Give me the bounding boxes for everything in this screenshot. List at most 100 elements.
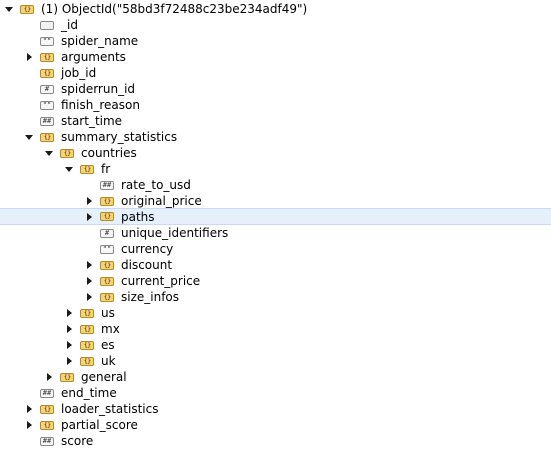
tree-row-size-infos[interactable]: {} size_infos <box>0 289 551 305</box>
collapse-arrow-icon[interactable] <box>64 340 74 350</box>
date-icon: ## <box>40 388 54 398</box>
tree-row-summary-statistics[interactable]: {} summary_statistics <box>0 129 551 145</box>
tree-row-label: size_infos <box>121 290 180 304</box>
collapse-arrow-icon[interactable] <box>84 292 94 302</box>
object-icon: {} <box>80 340 94 350</box>
tree-row-us[interactable]: {} us <box>0 305 551 321</box>
tree-row-job-id[interactable]: {} job_id <box>0 65 551 81</box>
tree-row-rate-to-usd[interactable]: ## rate_to_usd <box>0 177 551 193</box>
tree-row-label: spiderrun_id <box>61 82 136 96</box>
object-icon: {} <box>100 276 114 286</box>
tree-row-label: us <box>101 306 115 320</box>
object-icon: {} <box>100 260 114 270</box>
tree-row-fr[interactable]: {} fr <box>0 161 551 177</box>
collapse-arrow-icon[interactable] <box>84 276 94 286</box>
tree-row-general[interactable]: {} general <box>0 369 551 385</box>
collapse-arrow-icon[interactable] <box>64 356 74 366</box>
object-icon: {} <box>80 324 94 334</box>
string-icon: "" <box>40 100 54 110</box>
object-icon: {} <box>100 212 114 221</box>
double-icon: ## <box>100 180 114 190</box>
tree-row-unique-identifiers[interactable]: # unique_identifiers <box>0 225 551 241</box>
tree-row-label: current_price <box>121 274 201 288</box>
tree-row-score[interactable]: ## score <box>0 433 551 449</box>
tree-row-finish-reason[interactable]: "" finish_reason <box>0 97 551 113</box>
tree-row-paths[interactable]: {} paths <box>0 208 551 225</box>
tree-row-label: finish_reason <box>61 98 140 112</box>
tree-row-currency[interactable]: "" currency <box>0 241 551 257</box>
double-icon: ## <box>40 436 54 446</box>
expand-arrow-icon[interactable] <box>24 132 34 142</box>
tree-row-root[interactable]: {} (1) ObjectId("58bd3f72488c23be234adf4… <box>0 1 551 17</box>
tree-row-label: partial_score <box>61 418 138 432</box>
object-icon: {} <box>100 196 114 206</box>
collapse-arrow-icon[interactable] <box>84 212 94 222</box>
tree-row-partial-score[interactable]: {} partial_score <box>0 417 551 433</box>
tree-row-label: summary_statistics <box>61 130 178 144</box>
object-icon: {} <box>80 164 94 174</box>
object-icon: {} <box>60 148 74 158</box>
int-icon: # <box>40 84 54 94</box>
tree-row-label: original_price <box>121 194 202 208</box>
collapse-arrow-icon[interactable] <box>64 308 74 318</box>
object-icon: {} <box>40 404 54 414</box>
tree-row-label: job_id <box>61 66 97 80</box>
tree-row-label: unique_identifiers <box>121 226 229 240</box>
string-icon: "" <box>100 244 114 254</box>
objectid-icon <box>40 20 54 30</box>
tree-row-label: rate_to_usd <box>121 178 191 192</box>
tree-row-label: loader_statistics <box>61 402 159 416</box>
tree-row-mx[interactable]: {} mx <box>0 321 551 337</box>
tree-row-uk[interactable]: {} uk <box>0 353 551 369</box>
collapse-arrow-icon[interactable] <box>24 404 34 414</box>
tree-row-label: fr <box>101 162 111 176</box>
tree-row-spiderrun-id[interactable]: # spiderrun_id <box>0 81 551 97</box>
tree-row-label: score <box>61 434 94 448</box>
tree-row-countries[interactable]: {} countries <box>0 145 551 161</box>
collapse-arrow-icon[interactable] <box>44 372 54 382</box>
object-icon: {} <box>40 132 54 142</box>
int-icon: # <box>100 228 114 238</box>
tree-row-discount[interactable]: {} discount <box>0 257 551 273</box>
tree-row-label: countries <box>81 146 137 160</box>
collapse-arrow-icon[interactable] <box>24 420 34 430</box>
object-icon: {} <box>80 308 94 318</box>
object-icon: {} <box>40 420 54 430</box>
collapse-arrow-icon[interactable] <box>84 196 94 206</box>
string-icon: "" <box>40 36 54 46</box>
tree-row-label: _id <box>61 18 78 32</box>
tree-row-es[interactable]: {} es <box>0 337 551 353</box>
tree-row-label: end_time <box>61 386 117 400</box>
object-icon: {} <box>40 52 54 62</box>
tree-row-id[interactable]: _id <box>0 17 551 33</box>
expand-arrow-icon[interactable] <box>44 148 54 158</box>
collapse-arrow-icon[interactable] <box>84 260 94 270</box>
collapse-arrow-icon[interactable] <box>64 324 74 334</box>
tree-row-start-time[interactable]: ## start_time <box>0 113 551 129</box>
expand-arrow-icon[interactable] <box>64 164 74 174</box>
tree-row-label: paths <box>121 209 155 224</box>
tree-row-label: start_time <box>61 114 123 128</box>
tree-row-original-price[interactable]: {} original_price <box>0 193 551 209</box>
tree-row-label: arguments <box>61 50 126 64</box>
tree-row-label: es <box>101 338 115 352</box>
tree-row-end-time[interactable]: ## end_time <box>0 385 551 401</box>
tree-row-label: general <box>81 370 127 384</box>
tree-row-spider-name[interactable]: "" spider_name <box>0 33 551 49</box>
tree-row-label: spider_name <box>61 34 139 48</box>
tree-row-label: discount <box>121 258 173 272</box>
object-icon: {} <box>60 372 74 382</box>
object-icon: {} <box>100 292 114 302</box>
expand-arrow-icon[interactable] <box>4 4 14 14</box>
tree-row-label: currency <box>121 242 174 256</box>
tree-row-loader-statistics[interactable]: {} loader_statistics <box>0 401 551 417</box>
tree-row-arguments[interactable]: {} arguments <box>0 49 551 65</box>
tree-row-current-price[interactable]: {} current_price <box>0 273 551 289</box>
object-icon: {} <box>20 4 34 14</box>
tree-row-label: mx <box>101 322 120 336</box>
collapse-arrow-icon[interactable] <box>24 52 34 62</box>
date-icon: ## <box>40 116 54 126</box>
tree-row-label: (1) ObjectId("58bd3f72488c23be234adf49") <box>41 2 308 16</box>
tree-row-label: uk <box>101 354 116 368</box>
